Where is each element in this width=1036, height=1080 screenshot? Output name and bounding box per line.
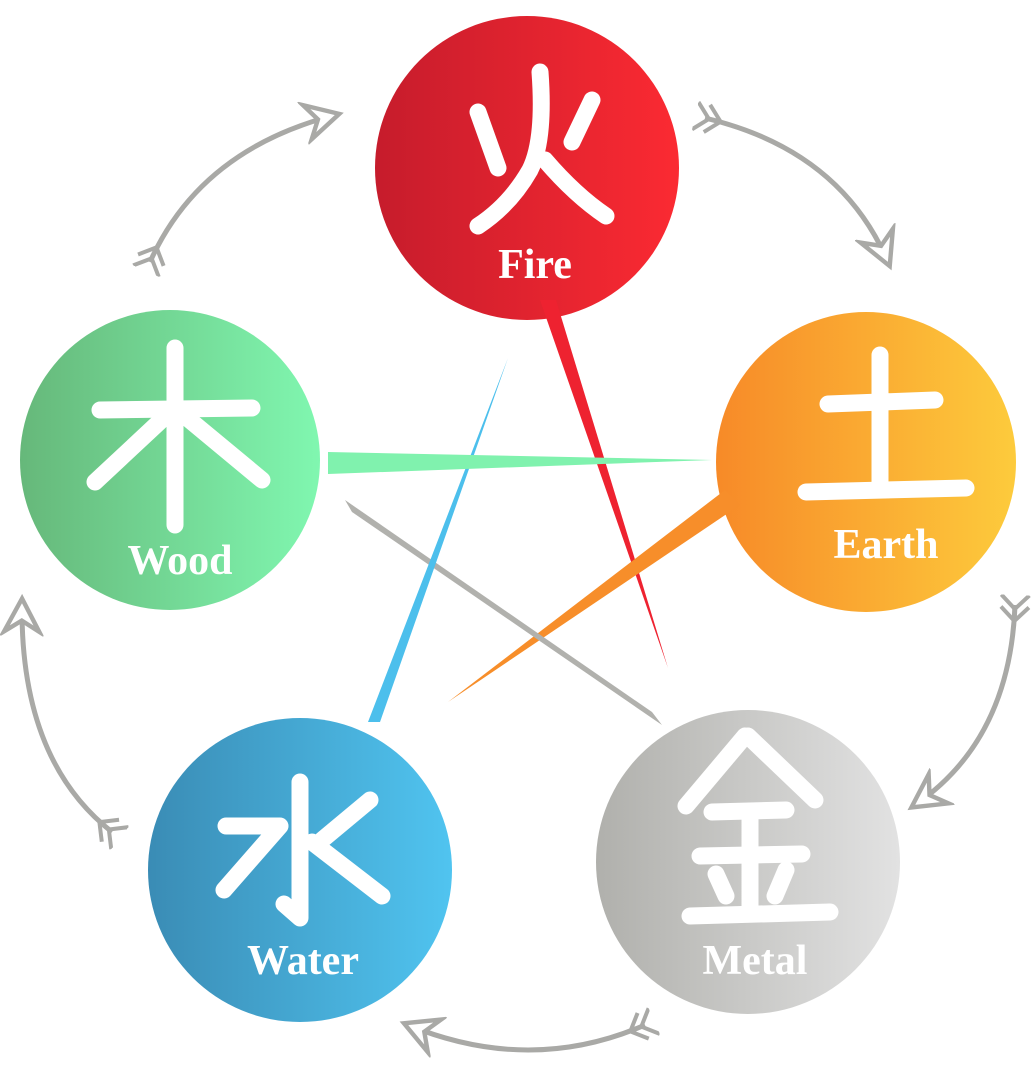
line-fire-to-metal [540,300,668,668]
arrow-wood-to-fire [150,115,335,262]
arrow-water-to-wood [22,603,112,832]
water-character [215,773,391,927]
line-water-to-fire [368,358,508,722]
earth-character [797,346,975,501]
fire-character [469,63,615,235]
arrow-fire-to-earth [705,118,888,262]
fire-label: Fire [498,242,572,288]
overcoming-cycle [328,300,740,725]
generating-cycle [22,115,1015,1050]
line-wood-to-earth [328,452,712,474]
arrow-earth-to-metal [915,605,1015,805]
line-metal-to-wood [345,500,662,725]
wood-character [86,339,271,534]
wood-label: Wood [127,538,232,584]
earth-circle [716,312,1016,612]
metal-character [677,727,839,925]
water-label: Water [247,938,359,984]
arrow-metal-to-water [408,1025,645,1050]
earth-label: Earth [834,522,939,568]
line-earth-to-water [448,490,740,702]
metal-label: Metal [703,938,808,984]
